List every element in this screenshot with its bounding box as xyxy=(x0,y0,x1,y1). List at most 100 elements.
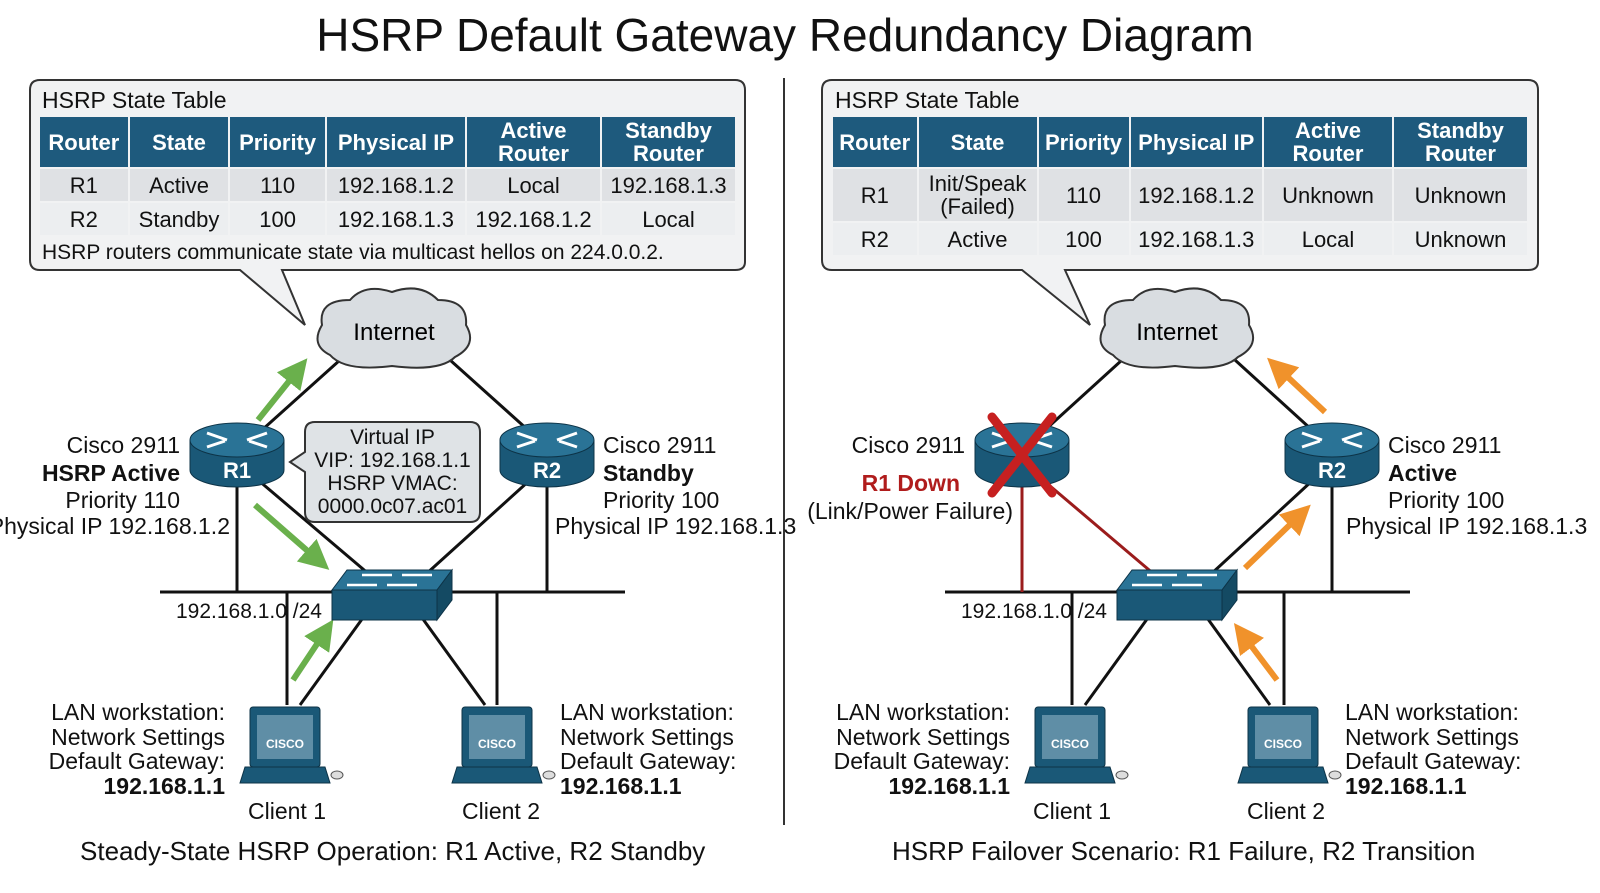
r2-model: Cisco 2911 xyxy=(1388,432,1502,458)
cell: Active xyxy=(918,223,1037,255)
r1-ip: Physical IP 192.168.1.2 xyxy=(0,513,230,539)
cell: R1 xyxy=(833,169,917,221)
cell: 192.168.1.3 xyxy=(1130,223,1262,255)
settings-line: LAN workstation: xyxy=(1345,699,1519,725)
settings-line: Network Settings xyxy=(1345,723,1519,750)
col-header: Active Router xyxy=(467,117,600,167)
svg-text:R2: R2 xyxy=(533,458,561,483)
svg-text:CISCO: CISCO xyxy=(1051,737,1089,751)
cell: 192.168.1.3 xyxy=(602,169,735,201)
vip-callout xyxy=(288,421,481,523)
client-2-computer-icon: CISCO xyxy=(451,706,556,784)
left-caption: Steady-State HSRP Operation: R1 Active, … xyxy=(80,836,706,866)
r1-priority: Priority 110 xyxy=(65,487,180,513)
client-2-label: Client 2 xyxy=(1247,798,1325,824)
cell: Active xyxy=(129,169,229,201)
col-header: Active Router xyxy=(1264,117,1392,167)
col-header: Router xyxy=(833,117,917,167)
cell: 100 xyxy=(230,203,325,235)
settings-line: Default Gateway: xyxy=(1345,748,1522,774)
client-1-settings: LAN workstation: Network Settings Defaul… xyxy=(834,700,1010,798)
subnet-label: 192.168.1.0 /24 xyxy=(176,600,322,623)
r1-model: Cisco 2911 xyxy=(851,432,965,458)
cell: 192.168.1.2 xyxy=(467,203,600,235)
client-1-label: Client 1 xyxy=(1033,798,1111,824)
switch-right-icon xyxy=(1116,568,1238,622)
settings-line: Default Gateway: xyxy=(560,748,737,774)
client-1-computer-icon: CISCO xyxy=(239,706,344,784)
vip-line: Virtual IP xyxy=(350,426,435,449)
failure-x-icon xyxy=(987,412,1057,498)
cell: 110 xyxy=(230,169,325,201)
gateway-value: 192.168.1.1 xyxy=(560,772,682,799)
client-1-computer-icon: CISCO xyxy=(1024,706,1129,784)
gateway-value: 192.168.1.1 xyxy=(103,772,225,799)
cell: Unknown xyxy=(1394,169,1527,221)
cell: Unknown xyxy=(1394,223,1527,255)
col-header: Standby Router xyxy=(602,117,735,167)
r2-role: Standby xyxy=(603,460,694,486)
svg-text:CISCO: CISCO xyxy=(266,737,304,751)
hsrp-note: HSRP routers communicate state via multi… xyxy=(42,241,664,264)
r2-role: Active xyxy=(1388,460,1458,486)
col-header: Physical IP xyxy=(326,117,465,167)
failed-links xyxy=(1020,478,1156,592)
col-header: Priority xyxy=(230,117,325,167)
gateway-value: 192.168.1.1 xyxy=(1345,772,1467,799)
vip-line: 0000.0c07.ac01 xyxy=(317,495,468,518)
switch-left-icon xyxy=(331,568,453,622)
col-header: State xyxy=(918,117,1037,167)
settings-line: Network Settings xyxy=(51,723,225,750)
client-1-settings: LAN workstation: Network Settings Defaul… xyxy=(49,700,225,798)
router-r1-icon: R1 xyxy=(189,422,285,488)
r1-role: HSRP Active xyxy=(41,460,180,486)
cell: 192.168.1.2 xyxy=(326,169,465,201)
cell: R1 xyxy=(40,169,128,201)
router-r2-icon: R2 xyxy=(499,422,595,488)
settings-line: Network Settings xyxy=(560,723,734,750)
cell: Init/Speak (Failed) xyxy=(918,169,1037,221)
cell: 192.168.1.3 xyxy=(326,203,465,235)
gateway-value: 192.168.1.1 xyxy=(888,772,1010,799)
col-header: Priority xyxy=(1038,117,1129,167)
r1-failure-reason: (Link/Power Failure) xyxy=(807,498,1013,524)
col-header: Physical IP xyxy=(1130,117,1262,167)
vip-line: HSRP VMAC: xyxy=(327,472,458,495)
right-state-table: Router State Priority Physical IP Active… xyxy=(831,115,1529,257)
cell: R2 xyxy=(833,223,917,255)
left-state-table: Router State Priority Physical IP Active… xyxy=(38,115,737,237)
internet-cloud-right xyxy=(1099,287,1255,369)
right-links xyxy=(945,358,1410,706)
vip-line: VIP: 192.168.1.1 xyxy=(314,449,471,472)
vip-info: Virtual IP VIP: 192.168.1.1 HSRP VMAC: 0… xyxy=(305,426,480,518)
cell: Unknown xyxy=(1264,169,1392,221)
settings-line: Default Gateway: xyxy=(833,748,1010,774)
svg-text:CISCO: CISCO xyxy=(1264,737,1302,751)
cell: R2 xyxy=(40,203,128,235)
svg-text:CISCO: CISCO xyxy=(478,737,516,751)
client-1-label: Client 1 xyxy=(248,798,326,824)
settings-line: Default Gateway: xyxy=(48,748,225,774)
internet-cloud-left xyxy=(316,287,472,369)
subnet-label: 192.168.1.0 /24 xyxy=(961,600,1107,623)
r1-model: Cisco 2911 xyxy=(66,432,180,458)
settings-line: LAN workstation: xyxy=(560,699,734,725)
r2-ip: Physical IP 192.168.1.3 xyxy=(1346,513,1588,539)
cloud-label: Internet xyxy=(1136,319,1218,346)
client-2-label: Client 2 xyxy=(462,798,540,824)
col-header: Router xyxy=(40,117,128,167)
client-2-computer-icon: CISCO xyxy=(1237,706,1342,784)
r1-down-status: R1 Down xyxy=(861,470,960,496)
svg-text:R1: R1 xyxy=(223,458,251,483)
svg-text:R2: R2 xyxy=(1318,458,1346,483)
green-traffic-arrows xyxy=(253,358,334,682)
router-r2-active-icon: R2 xyxy=(1284,422,1380,488)
page-title: HSRP Default Gateway Redundancy Diagram xyxy=(316,9,1254,61)
col-header: Standby Router xyxy=(1394,117,1527,167)
cell: Local xyxy=(602,203,735,235)
right-table-title: HSRP State Table xyxy=(835,87,1020,113)
cell: 100 xyxy=(1038,223,1129,255)
